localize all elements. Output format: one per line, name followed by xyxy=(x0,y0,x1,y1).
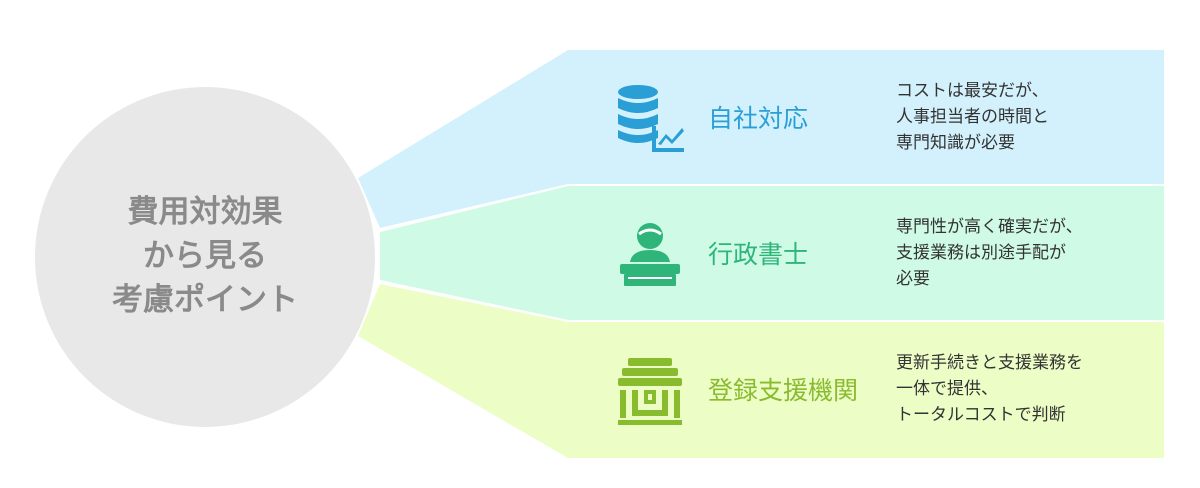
option-row-scrivener: 行政書士 専門性が高く確実だが、 支援業務は別途手配が 必要 xyxy=(560,186,1164,320)
option-label: 自社対応 xyxy=(708,104,809,133)
institution-icon xyxy=(618,358,682,425)
description-line: 専門知識が必要 xyxy=(896,133,1015,153)
database-chart-icon xyxy=(618,85,684,152)
option-row-self: 自社対応 コストは最安だが、 人事担当者の時間と 専門知識が必要 xyxy=(560,50,1164,184)
description-line: 専門性が高く確実だが、 xyxy=(896,217,1083,237)
option-description: 専門性が高く確実だが、 支援業務は別途手配が 必要 xyxy=(896,186,1158,320)
center-title: 費用対効果 から見る 考慮ポイント xyxy=(40,190,370,322)
center-circle xyxy=(35,87,375,427)
center-title-line: 考慮ポイント xyxy=(112,282,298,318)
option-label: 登録支援機関 xyxy=(708,376,859,405)
description-line: 更新手続きと支援業務を xyxy=(896,353,1083,373)
wedge-scrivener xyxy=(380,186,1164,320)
description-line: 必要 xyxy=(896,269,930,289)
wedge-support-org xyxy=(358,284,1164,458)
description-line: コストは最安だが、 xyxy=(896,81,1049,101)
center-title-line: から見る xyxy=(143,238,267,274)
description-line: 支援業務は別途手配が xyxy=(896,243,1066,263)
wedge-self xyxy=(358,50,1164,228)
person-at-desk-icon xyxy=(620,223,680,286)
option-row-support-org: 登録支援機関 更新手続きと支援業務を 一体で提供、 トータルコストで判断 xyxy=(560,322,1164,456)
description-line: 一体で提供、 xyxy=(896,379,998,399)
option-label: 行政書士 xyxy=(708,240,809,269)
option-description: コストは最安だが、 人事担当者の時間と 専門知識が必要 xyxy=(896,50,1158,184)
description-line: トータルコストで判断 xyxy=(896,405,1066,425)
center-title-line: 費用対効果 xyxy=(127,194,283,230)
option-description: 更新手続きと支援業務を 一体で提供、 トータルコストで判断 xyxy=(896,322,1158,456)
description-line: 人事担当者の時間と xyxy=(896,107,1049,127)
